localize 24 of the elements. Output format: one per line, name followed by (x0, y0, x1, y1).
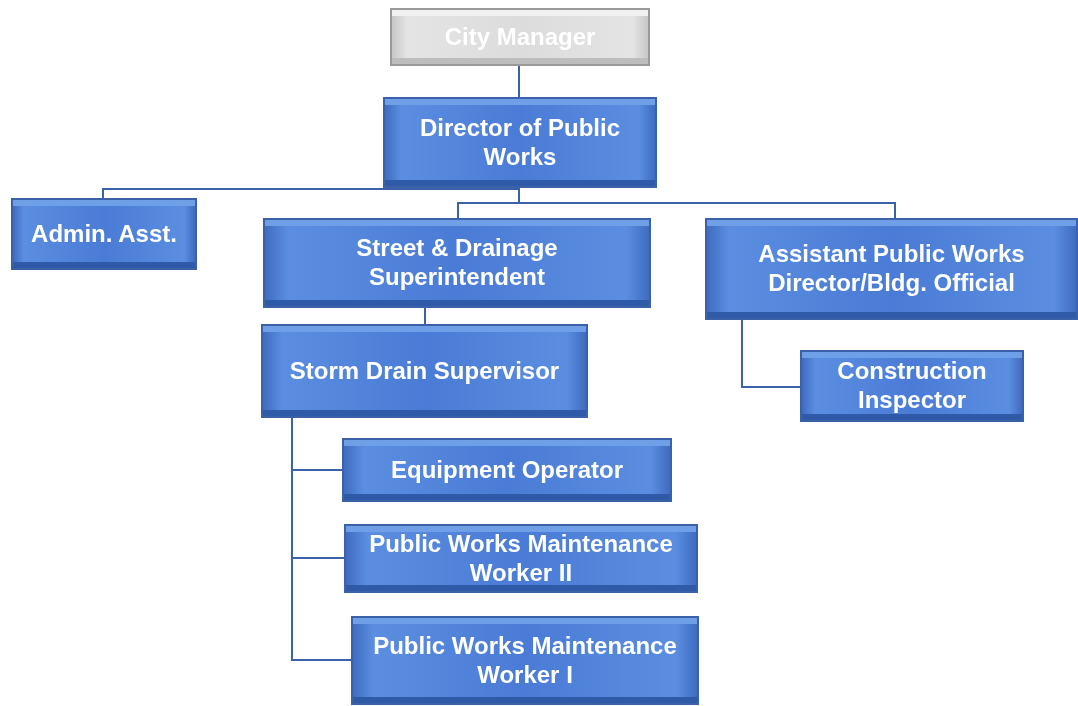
position-box (261, 324, 588, 418)
position-box (344, 524, 698, 593)
position-box (351, 616, 699, 705)
position-box (800, 350, 1024, 422)
position-title: Admin. Asst. (31, 219, 177, 249)
connector-line (518, 65, 520, 98)
position-box (342, 438, 672, 502)
position-title: Public Works Maintenance Worker II (368, 529, 674, 588)
position-title: Equipment Operator (391, 455, 623, 485)
position-box (263, 218, 651, 308)
connector-line (291, 417, 352, 661)
position-title: Public Works Maintenance Worker I (372, 631, 678, 690)
position-title: Assistant Public Works Director/Bldg. Official (757, 240, 1026, 298)
position-box (705, 218, 1078, 320)
connector-line (424, 307, 426, 325)
position-box (383, 97, 657, 188)
position-box (390, 8, 650, 66)
position-title: Storm Drain Supervisor (289, 356, 560, 386)
position-title: Director of Public Works (419, 113, 621, 172)
position-title: Street & Drainage Superintendent (355, 234, 559, 292)
connector-line (741, 319, 801, 388)
position-title: Construction Inspector (836, 357, 988, 415)
connector-line (102, 187, 520, 199)
position-box (11, 198, 197, 270)
